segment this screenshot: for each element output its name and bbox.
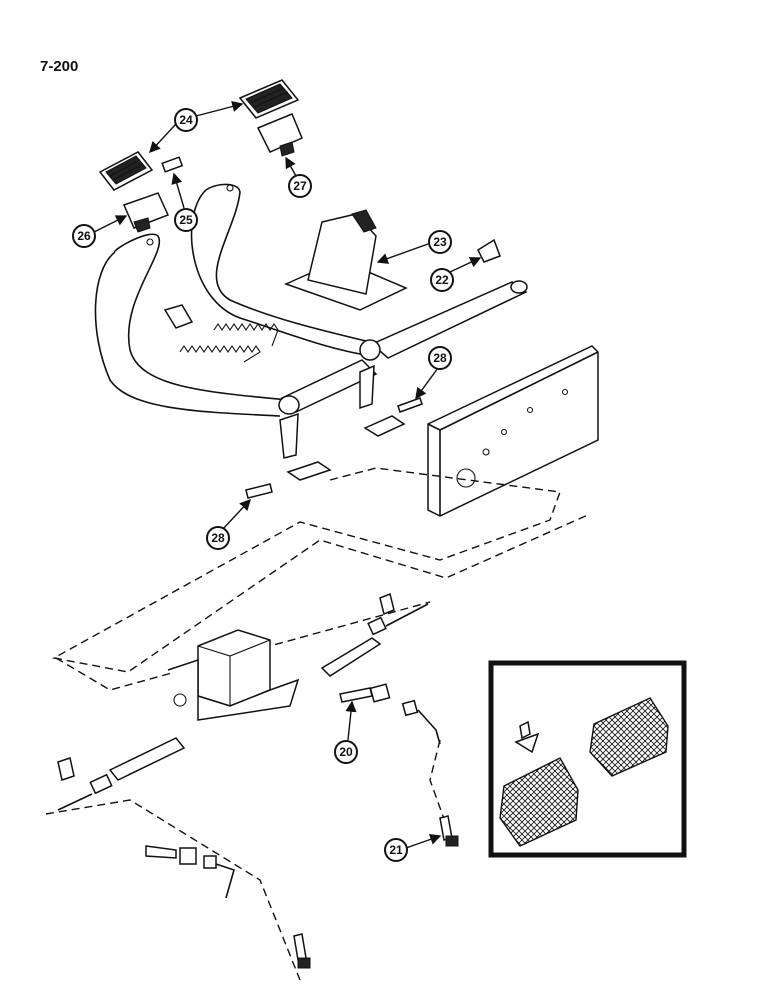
callout-22-label: 22 bbox=[435, 273, 449, 287]
pedal-arm-front bbox=[94, 233, 291, 417]
callout-20-label: 20 bbox=[339, 745, 353, 759]
callout-27: 27 bbox=[288, 174, 312, 198]
cross-shaft bbox=[278, 280, 528, 415]
lever-arm-1 bbox=[279, 412, 299, 459]
pedal-pad-left bbox=[98, 151, 154, 191]
bleed-screw-21 bbox=[439, 815, 459, 847]
callout-25-label: 25 bbox=[179, 213, 193, 227]
pedal-pad-cover-26 bbox=[122, 192, 170, 233]
pedal-pad-cover-27 bbox=[256, 113, 303, 157]
callout-26-label: 26 bbox=[77, 229, 91, 243]
callout-23: 23 bbox=[428, 230, 452, 254]
callout-21: 21 bbox=[384, 838, 408, 862]
leader-28b bbox=[221, 498, 251, 531]
callout-28-upper-label: 28 bbox=[433, 351, 447, 365]
leader-20 bbox=[345, 700, 357, 741]
return-spring-2 bbox=[213, 323, 279, 347]
clip-25 bbox=[161, 156, 184, 173]
leader-25 bbox=[171, 172, 185, 209]
leader-22 bbox=[449, 257, 482, 273]
page-number: 7-200 bbox=[40, 58, 79, 75]
return-spring-1 bbox=[179, 345, 261, 363]
brake-line-lower bbox=[145, 845, 235, 899]
callout-25: 25 bbox=[174, 208, 198, 232]
pin-lower bbox=[245, 483, 273, 499]
brake-line-left bbox=[57, 737, 186, 811]
callout-26: 26 bbox=[72, 224, 96, 248]
dashed-line-right bbox=[429, 739, 449, 831]
leader-24a bbox=[149, 123, 177, 154]
lever-arm-2 bbox=[359, 364, 375, 410]
callout-21-label: 21 bbox=[389, 843, 403, 857]
dashed-linkage-1 bbox=[51, 467, 591, 673]
callout-28-lower-label: 28 bbox=[211, 531, 225, 545]
bracket-small bbox=[163, 304, 194, 329]
pin-upper bbox=[397, 397, 423, 413]
dashed-line-lower bbox=[45, 799, 301, 981]
bracket-22 bbox=[477, 238, 501, 263]
clevis-lower bbox=[286, 461, 332, 481]
leader-28a bbox=[415, 367, 439, 400]
leader-27 bbox=[285, 156, 297, 177]
mounting-panel bbox=[427, 345, 599, 517]
inset-detail-box bbox=[488, 660, 687, 858]
pedal-pad-right bbox=[238, 79, 300, 119]
callout-23-label: 23 bbox=[433, 235, 447, 249]
callout-28-lower: 28 bbox=[206, 526, 230, 550]
callout-20: 20 bbox=[334, 740, 358, 764]
callout-22: 22 bbox=[430, 268, 454, 292]
leader-21 bbox=[405, 833, 442, 849]
clevis-upper bbox=[363, 415, 406, 437]
dashed-linkage-2 bbox=[55, 601, 431, 691]
leader-26 bbox=[93, 215, 128, 233]
boot-cover-23 bbox=[283, 209, 408, 311]
leader-23 bbox=[376, 243, 429, 264]
callout-28-upper: 28 bbox=[428, 346, 452, 370]
callout-27-label: 27 bbox=[293, 179, 307, 193]
brake-line-middle bbox=[339, 683, 441, 745]
callout-24-label: 24 bbox=[179, 113, 193, 127]
bleed-screw-lower bbox=[293, 933, 311, 969]
callout-24: 24 bbox=[174, 108, 198, 132]
master-cylinder bbox=[167, 629, 300, 721]
brake-line-upper bbox=[320, 592, 429, 677]
leader-24b bbox=[195, 101, 244, 117]
